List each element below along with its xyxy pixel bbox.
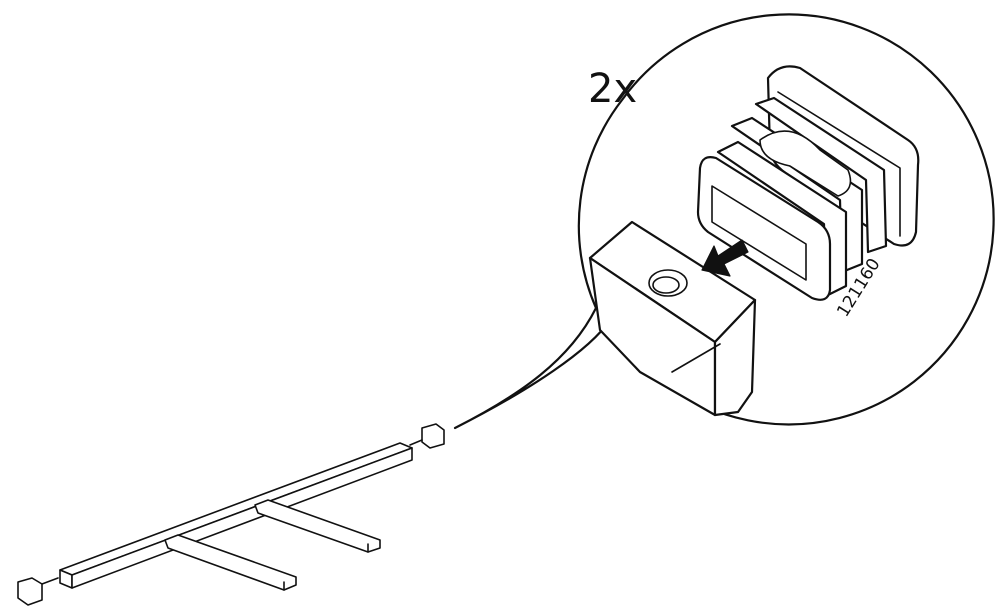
right-plug-line bbox=[409, 439, 423, 446]
tube-side-face bbox=[713, 298, 757, 417]
tube-end-detail bbox=[588, 220, 757, 417]
insert-arrow-icon bbox=[701, 239, 749, 277]
right-end-plug bbox=[421, 423, 445, 449]
plug-rib-1 bbox=[716, 140, 848, 298]
plug-front-opening bbox=[711, 185, 807, 281]
cross-leg-1 bbox=[164, 534, 297, 591]
end-cap-plug-icon bbox=[696, 65, 920, 301]
left-end-plug bbox=[17, 577, 43, 606]
tube-edge bbox=[671, 343, 721, 373]
plug-flange-edge bbox=[777, 91, 901, 237]
tube-hole-inner bbox=[652, 276, 680, 294]
long-rail-side bbox=[71, 447, 413, 589]
quantity-label: 2x bbox=[588, 66, 637, 112]
cross-leg-2 bbox=[254, 499, 381, 553]
plug-rib-3 bbox=[754, 96, 888, 254]
frame-assembly-icon bbox=[17, 423, 445, 606]
left-plug-line bbox=[41, 577, 59, 585]
tube-front-face bbox=[588, 256, 717, 417]
plug-hollow bbox=[759, 130, 852, 197]
tube-hole bbox=[648, 269, 688, 297]
